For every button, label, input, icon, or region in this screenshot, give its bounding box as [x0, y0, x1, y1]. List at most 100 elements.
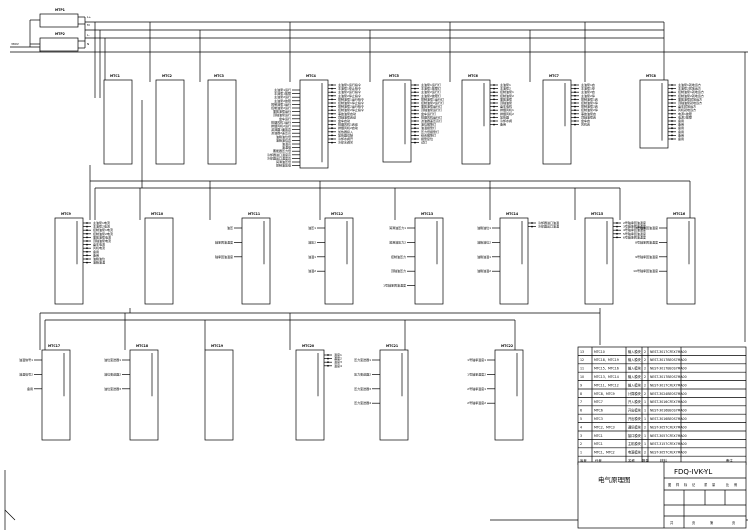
signal-label: 风机启 [581, 122, 590, 127]
module-label: MTC9 [61, 212, 72, 216]
signal-label: 控制油泵1启 [581, 96, 598, 101]
signal-label: 压力变送器1 [354, 357, 371, 362]
terminal-dot [671, 109, 673, 112]
stamp-1: 图 [668, 483, 671, 487]
terminal-dot [531, 225, 533, 228]
signal-label: 油箱油温1 [477, 254, 491, 259]
stamp-4: 记 [692, 482, 696, 487]
module-mtc1: MTC1 [103, 74, 133, 165]
bom-cell: NEST-3017CFEX7MA00 [650, 383, 687, 387]
signal-label: 温度2 [334, 356, 342, 361]
bom-cell: 输入模块 [628, 349, 642, 354]
bom-cell: 1 [644, 409, 646, 413]
bom-cell: 输入模块 [628, 366, 642, 371]
terminal-dot [616, 232, 618, 235]
signal-label: 6号轴承回油温度 [623, 234, 646, 239]
signal-label: 控制油泵2停止指令 [338, 107, 364, 112]
terminal-dot [574, 94, 576, 97]
signal-label: 主油泵2电流 [93, 224, 110, 229]
signal-label: 主油泵2停 [581, 93, 595, 98]
module-mtc5: MTC5主油泵1运行灯主油泵1故障灯主油泵2运行灯主油泵2故障灯控制油泵1运行灯… [382, 74, 444, 163]
terminal-dot [414, 91, 416, 94]
stamp-8: 例 [734, 482, 737, 487]
bom-cell: 2 [644, 383, 646, 387]
bom-cell: 1 [644, 434, 646, 438]
drawing-number: FDQ-IVK-YL [674, 468, 712, 476]
terminal-dot [574, 91, 576, 94]
bom-cell: 2 [644, 367, 646, 371]
signal-label: 备用 [678, 125, 684, 130]
signal-label: 主油泵1电流 [93, 220, 110, 225]
signal-label: 轴承回油温度 [215, 254, 233, 259]
module-label: MTC5 [389, 74, 399, 78]
module-label: MTC14 [506, 212, 519, 216]
bom-cell: 13 [580, 350, 584, 354]
module-mtc4: MTC4主油泵1运行指令主油泵1停止指令主油泵2运行指令主油泵2停止指令控制油泵… [267, 74, 364, 169]
drawing-title: 电气原理图 [598, 475, 631, 484]
terminal-dot [86, 222, 88, 224]
signal-label: 油温1 [308, 254, 316, 259]
signal-label: 油位变送器1 [104, 357, 121, 362]
module-label: MTC18 [136, 344, 149, 348]
stamp-6: 量 [712, 482, 716, 487]
signal-label: 主油泵1启 [581, 82, 595, 87]
signal-label: 冷却水阀关 [338, 140, 353, 145]
bom-cell: 计算模块 [628, 391, 642, 396]
module-label: MTC6 [468, 74, 479, 78]
terminal-dot [574, 112, 576, 115]
bus-label-3: L- [87, 33, 90, 37]
bom-cell: NEST-3017CFEX7MA00 [650, 350, 687, 354]
terminal-dot [574, 84, 576, 86]
bom-cell: 开出模块 [628, 408, 642, 413]
bom-column-header: 序号 [580, 458, 587, 463]
terminal-dot [331, 98, 333, 101]
bom-cell: MTC15、MTC16 [594, 367, 619, 371]
signal-label: 压力变送器3 [354, 386, 371, 391]
module-label: MTC20 [302, 344, 315, 348]
signal-label: 压力变送器2 [354, 371, 371, 376]
signal-label: 事故油泵 [500, 96, 512, 101]
signal-label: 备用 [678, 118, 684, 123]
module-body [414, 217, 444, 305]
terminal-dot [493, 105, 495, 108]
bom-header: 序号代号名称数量材料备注 [580, 458, 733, 463]
bom-cell: 1 [644, 400, 646, 404]
signal-label: 主油泵1停 [581, 86, 595, 91]
bom-cell: 9 [580, 383, 582, 387]
terminal-dot [531, 222, 533, 224]
module-label: MTC2 [162, 74, 172, 78]
signal-label: 风机就地远方 [678, 107, 696, 112]
signal-label: 盘车运行 [279, 116, 291, 121]
signal-label: 10号轴承回油温度 [633, 268, 658, 273]
sheet-no-label: 第 [710, 520, 714, 525]
terminal-dot [86, 261, 88, 264]
bom-cell: MTC11、MTC12 [594, 383, 619, 387]
bom-cell: 主机模块 [628, 441, 642, 446]
terminal-dot [327, 364, 329, 367]
psu-2-label: MTP2 [55, 32, 65, 36]
terminal-dot [86, 229, 88, 232]
signal-label: 主油泵2故障灯 [421, 93, 441, 98]
bom-cell: MTC6 [594, 409, 603, 413]
bom-cell: 输入模块 [628, 382, 642, 387]
module-body [54, 217, 84, 305]
terminal-dot [414, 94, 416, 97]
bom-cell: MTC10 [594, 350, 605, 354]
signal-label: 排烟风机1运行 [271, 119, 291, 124]
signal-label: 滤油器2差压高 [271, 130, 291, 135]
bus-label-1: L+ [87, 15, 92, 19]
module-body [299, 79, 329, 169]
signal-label: 顶轴油泵启动 [338, 114, 356, 119]
terminal-dot [493, 109, 495, 112]
terminal-dot [331, 84, 333, 86]
signal-label: 控制油泵1停 [581, 100, 598, 105]
signal-label: 排烟风机1启动 [338, 122, 358, 127]
signal-label: 顶轴油泵电流 [93, 238, 111, 243]
terminal-dot [671, 138, 673, 140]
signal-label: 冷却水阀开 [338, 136, 353, 141]
bom-column-header: 代号 [595, 458, 602, 463]
